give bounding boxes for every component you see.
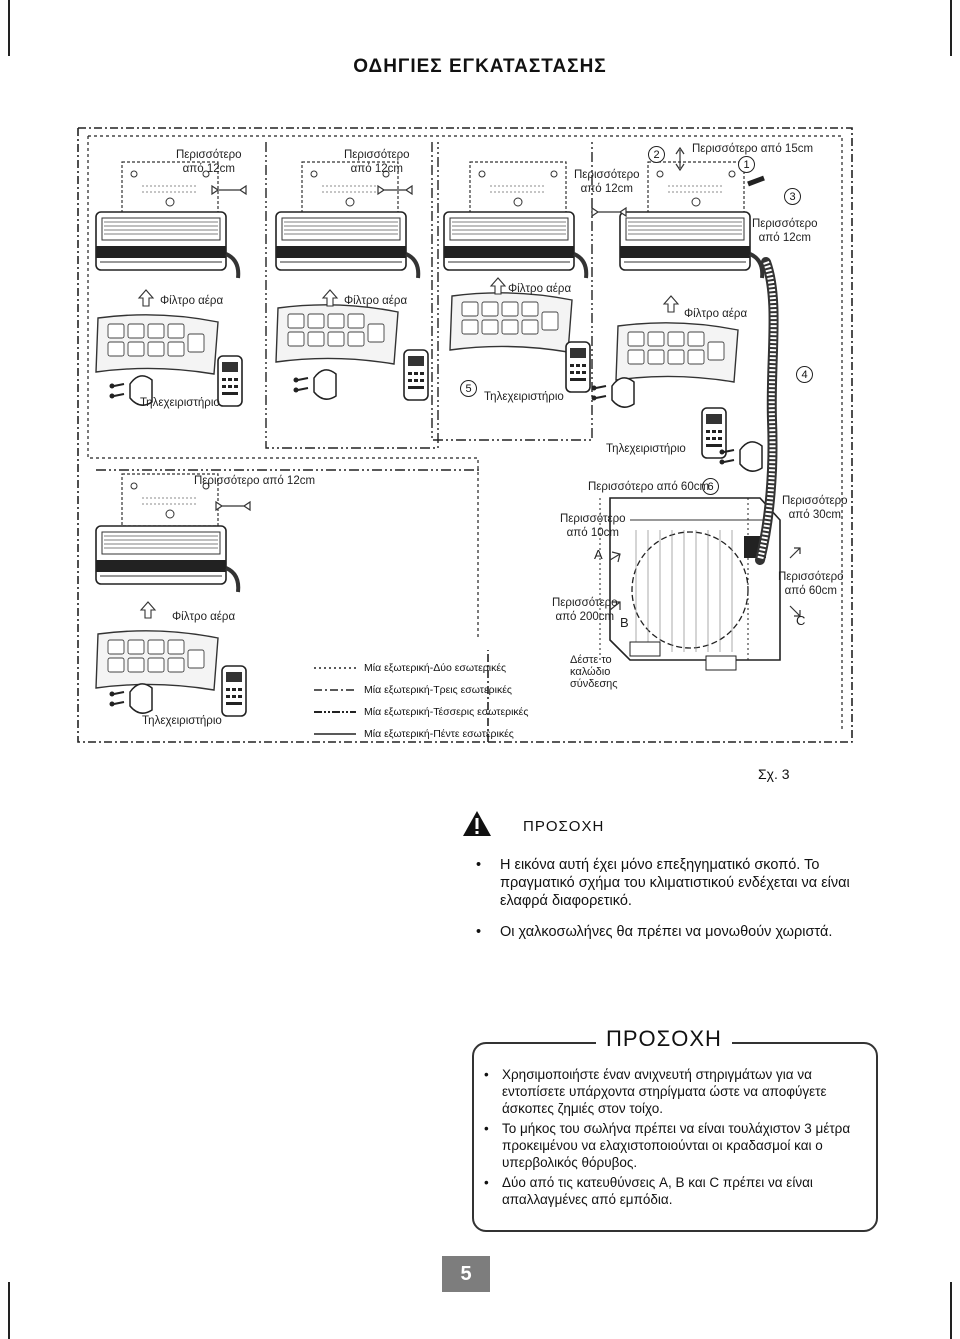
installation-diagram: [77, 127, 853, 743]
caution-item: Χρησιμοποιήστε έναν ανιχνευτή στηριγμάτω…: [484, 1066, 864, 1117]
step-number-3: 3: [784, 188, 801, 205]
step-number-2: 2: [648, 146, 665, 163]
legend-text: Μία εξωτερική-Τέσσερις εσωτερικές: [364, 706, 529, 718]
legend-text: Μία εξωτερική-Πέντε εσωτερικές: [364, 728, 514, 740]
label-clearance-60cm-side: Περισσότερο από 60cm: [778, 571, 844, 597]
corner-mark-bl: [8, 1282, 10, 1339]
label-remote-2: Τηλεχειριστήριο: [484, 391, 564, 403]
legend-line-solid: [314, 733, 356, 735]
warning-icon: [463, 811, 491, 836]
label-remote-1: Τηλεχειριστήριο: [140, 397, 220, 409]
caution-item: Το μήκος του σωλήνα πρέπει να είναι τουλ…: [484, 1120, 864, 1171]
label-clearance-12cm-unit3: Περισσότερο από 12cm: [574, 169, 640, 195]
label-direction-c: C: [796, 613, 806, 628]
warning-item: Οι χαλκοσωλήνες θα πρέπει να μονωθούν χω…: [476, 923, 876, 941]
legend-line-dotted: [314, 667, 356, 669]
label-clearance-12cm-unit2: Περισσότερο από 12cm: [344, 149, 410, 175]
label-air-filter-2: Φίλτρο αέρα: [344, 295, 408, 307]
page-number: 5: [442, 1256, 490, 1292]
legend-text: Μία εξωτερική-Τρεις εσωτερικές: [364, 684, 512, 696]
legend-line-dashdot: [314, 689, 356, 691]
corner-mark-tl: [8, 0, 10, 56]
legend-item-two-indoor: Μία εξωτερική-Δύο εσωτερικές: [314, 662, 506, 674]
label-air-filter-1: Φίλτρο αέρα: [160, 295, 224, 307]
warning-list: Η εικόνα αυτή έχει μόνο επεξηγηματικό σκ…: [476, 856, 876, 954]
step-number-5: 5: [460, 380, 477, 397]
legend-item-three-indoor: Μία εξωτερική-Τρεις εσωτερικές: [314, 684, 512, 696]
legend-text: Μία εξωτερική-Δύο εσωτερικές: [364, 662, 507, 674]
step-number-6: 6: [702, 478, 719, 495]
label-clearance-200cm: Περισσότερο από 200cm: [552, 597, 618, 623]
label-direction-b: B: [620, 615, 629, 630]
label-clearance-30cm: Περισσότερο από 30cm: [782, 495, 848, 521]
label-air-filter-3: Φίλτρο αέρα: [508, 283, 572, 295]
label-tie-cable: Δέστε το καλώδιο σύνδεσης: [570, 654, 618, 690]
legend-item-four-indoor: Μία εξωτερική-Τέσσερις εσωτερικές: [314, 706, 528, 718]
label-remote-4: Τηλεχειριστήριο: [142, 715, 222, 727]
step-number-4: 4: [796, 366, 813, 383]
figure-caption: Σχ. 3: [758, 766, 790, 782]
label-clearance-60cm-top: Περισσότερο από 60cm: [588, 481, 710, 493]
corner-mark-tr: [950, 0, 952, 56]
caution-item: Δύο από τις κατευθύνσεις A, B και C πρέπ…: [484, 1174, 864, 1208]
label-direction-a: A: [594, 547, 603, 562]
legend-item-five-indoor: Μία εξωτερική-Πέντε εσωτερικές: [314, 728, 514, 740]
step-number-1: 1: [738, 156, 755, 173]
label-clearance-12cm-unit5: Περισσότερο από 12cm: [194, 475, 316, 487]
warning-item: Η εικόνα αυτή έχει μόνο επεξηγηματικό σκ…: [476, 856, 876, 910]
label-clearance-12cm-unit1: Περισσότερο από 12cm: [176, 149, 242, 175]
label-air-filter-5: Φίλτρο αέρα: [172, 611, 236, 623]
label-clearance-10cm: Περισσότερο από 10cm: [560, 513, 626, 539]
page-title: ΟΔΗΓΙΕΣ ΕΓΚΑΤΑΣΤΑΣΗΣ: [353, 56, 607, 77]
label-air-filter-4: Φίλτρο αέρα: [684, 308, 748, 320]
caution-heading: ΠΡΟΣΟΧΗ: [596, 1026, 732, 1052]
warning-heading: ΠΡΟΣΟΧΗ: [523, 818, 605, 835]
label-remote-3: Τηλεχειριστήριο: [606, 443, 686, 455]
caution-list: Χρησιμοποιήστε έναν ανιχνευτή στηριγμάτω…: [484, 1066, 864, 1211]
corner-mark-br: [950, 1282, 952, 1339]
legend-line-dashdotdot: [314, 711, 356, 713]
label-clearance-12cm-unit4: Περισσότερο από 12cm: [752, 218, 818, 244]
label-clearance-15cm: Περισσότερο από 15cm: [692, 143, 814, 155]
